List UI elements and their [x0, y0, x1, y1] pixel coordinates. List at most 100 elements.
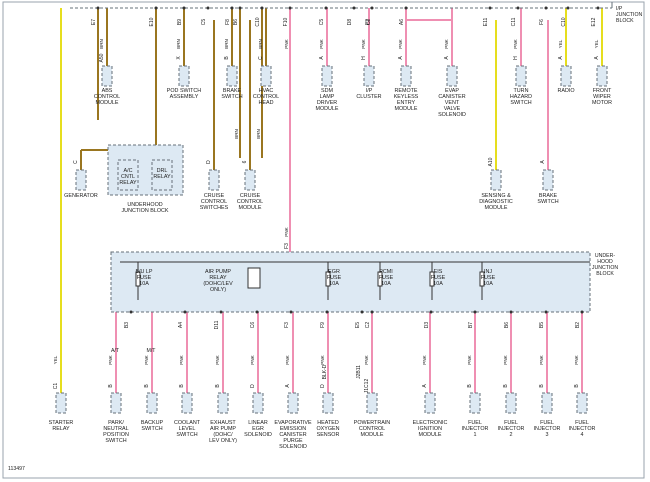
- terminal-pin-label: F6: [539, 19, 545, 25]
- component-label: 3: [546, 432, 549, 438]
- component-label: SDM: [321, 88, 333, 94]
- component-label: OXYGEN: [316, 426, 339, 432]
- terminal-pin-label: A6: [399, 19, 405, 25]
- component-pin-label: H: [361, 56, 367, 60]
- component-label: MODULE: [484, 205, 507, 211]
- component-label: HEATED: [317, 420, 339, 426]
- oxygen-pin-label: BLK-D: [322, 364, 328, 379]
- component-label: MODULE: [418, 432, 441, 438]
- component-label: CANISTER: [279, 432, 306, 438]
- component-connector: [181, 392, 193, 414]
- component-label: WIPER: [593, 94, 611, 100]
- terminal-pin-label: C5: [201, 19, 207, 26]
- underhood-main-label: UNDER-: [595, 253, 615, 259]
- fuse-label: 10A: [381, 281, 391, 287]
- terminal-dot: [289, 310, 293, 314]
- component-label: VALVE: [444, 106, 461, 112]
- component-label: HEAD: [259, 100, 274, 106]
- component-pin-label: B: [224, 56, 230, 60]
- underhood-junction-label: UNDERHOOD: [127, 202, 162, 208]
- component-connector: [75, 169, 87, 191]
- component-label: INJECTOR: [534, 426, 561, 432]
- terminal-dot: [238, 6, 242, 10]
- component-connector: [252, 392, 264, 414]
- component-label: HAZARD: [510, 94, 532, 100]
- component-label: TURN: [514, 88, 529, 94]
- component-label: STARTER: [49, 420, 74, 426]
- component-label: ELECTRONIC: [413, 420, 448, 426]
- terminal-dot: [429, 310, 433, 314]
- terminal-pin-label: C11: [511, 17, 517, 26]
- terminal-dot: [580, 310, 584, 314]
- component-connector: [596, 65, 608, 87]
- component-label: SWITCHES: [200, 205, 229, 211]
- component-label: MOTOR: [592, 100, 612, 106]
- wire-color-label: PNK: [539, 354, 544, 364]
- fuse-element: [479, 271, 485, 287]
- terminal-pin-label: D8: [347, 19, 353, 26]
- component-label: SWITCH: [221, 94, 242, 100]
- component-pin-label: C: [73, 160, 79, 164]
- diagram-id: 113497: [8, 466, 25, 472]
- component-pin-label: H: [513, 56, 519, 60]
- component-label: CANISTER: [438, 94, 465, 100]
- component-label: SWITCH: [510, 100, 531, 106]
- component-label: EVAPORATIVE: [274, 420, 312, 426]
- component-connector: [576, 392, 588, 414]
- component-label: I/P: [366, 88, 373, 94]
- component-connector: [208, 169, 220, 191]
- component-label: EXHAUST: [210, 420, 236, 426]
- terminal-pin-label: C10: [561, 17, 567, 26]
- component-label: 2: [510, 432, 513, 438]
- component-pin-label: B: [539, 384, 545, 388]
- component-label: CRUISE: [204, 193, 225, 199]
- fuse-label: 10A: [433, 281, 443, 287]
- component-pin-label: X: [176, 56, 182, 60]
- terminal-dot: [360, 310, 364, 314]
- component-label: BRAKE: [539, 193, 558, 199]
- terminal-dot: [370, 310, 374, 314]
- terminal-pin-label: F10: [283, 17, 289, 26]
- fuse-label: FUSE: [327, 275, 342, 281]
- component-label: POD SWITCH: [167, 88, 202, 94]
- component-label: SWITCH: [537, 199, 558, 205]
- terminal-dot: [206, 6, 210, 10]
- component-connector: [542, 169, 554, 191]
- component-label: SENSOR: [317, 432, 340, 438]
- air-pump-relay-label: AIR PUMP: [205, 269, 231, 275]
- component-label: CONTROL: [237, 199, 263, 205]
- component-pin-label: B: [574, 384, 580, 388]
- fuse-label: EGR: [328, 269, 340, 275]
- component-pin-label: A: [422, 384, 428, 388]
- component-label: 1: [474, 432, 477, 438]
- component-label: ABS: [102, 88, 113, 94]
- terminal-dot: [325, 310, 329, 314]
- terminal-dot: [183, 310, 187, 314]
- terminal-pin-label: C5: [319, 19, 325, 26]
- component-pin-label: 6: [242, 160, 248, 163]
- component-label: PARK/: [108, 420, 124, 426]
- wire-color-label: BRN: [256, 129, 261, 139]
- component-connector: [244, 169, 256, 191]
- wire-color-label: PNK: [364, 354, 369, 364]
- component-label: BRAKE: [223, 88, 242, 94]
- component-label: LEVEL: [179, 426, 196, 432]
- bottom-pin-label: D3: [424, 322, 430, 329]
- fuse-element: [135, 271, 141, 287]
- fuse-element: [325, 271, 331, 287]
- wire-color-label: PNK: [284, 226, 289, 236]
- fuse-label: 10A: [483, 281, 493, 287]
- relay-box: [151, 159, 173, 191]
- terminal-pin-label: E7: [91, 19, 97, 25]
- terminal-dot: [596, 6, 600, 10]
- component-label: REMOTE: [394, 88, 417, 94]
- air-pump-relay-label: ONLY): [210, 287, 226, 293]
- terminal-dot: [219, 310, 223, 314]
- wire-color-label: BRN: [258, 39, 263, 49]
- component-pin-label: B: [215, 384, 221, 388]
- component-label: INJECTOR: [569, 426, 596, 432]
- ip-junction-block-label: JUNCTION: [616, 12, 642, 18]
- component-label: FUEL: [468, 420, 482, 426]
- component-pin-label: B: [179, 384, 185, 388]
